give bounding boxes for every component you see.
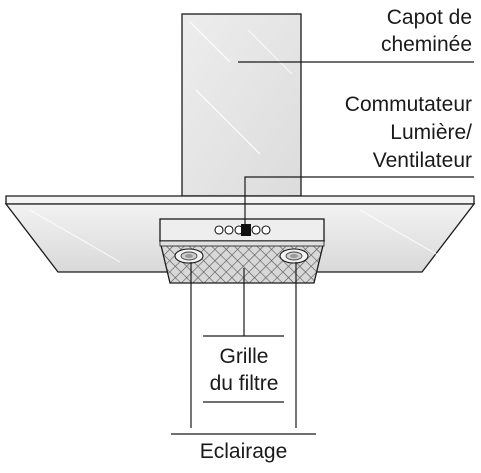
fan-button-2	[261, 225, 271, 235]
switch-label-line1: Commutateur	[344, 93, 472, 116]
switch-leader	[244, 176, 474, 224]
light-button-2	[224, 225, 234, 235]
light-right-icon	[279, 248, 309, 264]
control-panel	[159, 218, 325, 242]
fan-button-1	[251, 225, 261, 235]
filter-grille	[159, 240, 325, 284]
light-left-icon	[174, 248, 204, 264]
light-button-1	[214, 225, 224, 235]
grille-label-line2: du filtre	[209, 372, 279, 395]
switch-indicator-icon	[241, 224, 251, 236]
chimney-label-line2: cheminée	[380, 33, 472, 56]
switch-label-line3: Ventilateur	[372, 149, 472, 172]
chimney-cover	[181, 13, 302, 197]
switch-label-line2: Lumière/	[390, 121, 472, 144]
grille-label-line1: Grille	[219, 345, 269, 368]
chimney-label-line1: Capot de	[386, 6, 472, 29]
eclairage-label: Eclairage	[199, 440, 288, 463]
leader-lines	[171, 61, 474, 435]
